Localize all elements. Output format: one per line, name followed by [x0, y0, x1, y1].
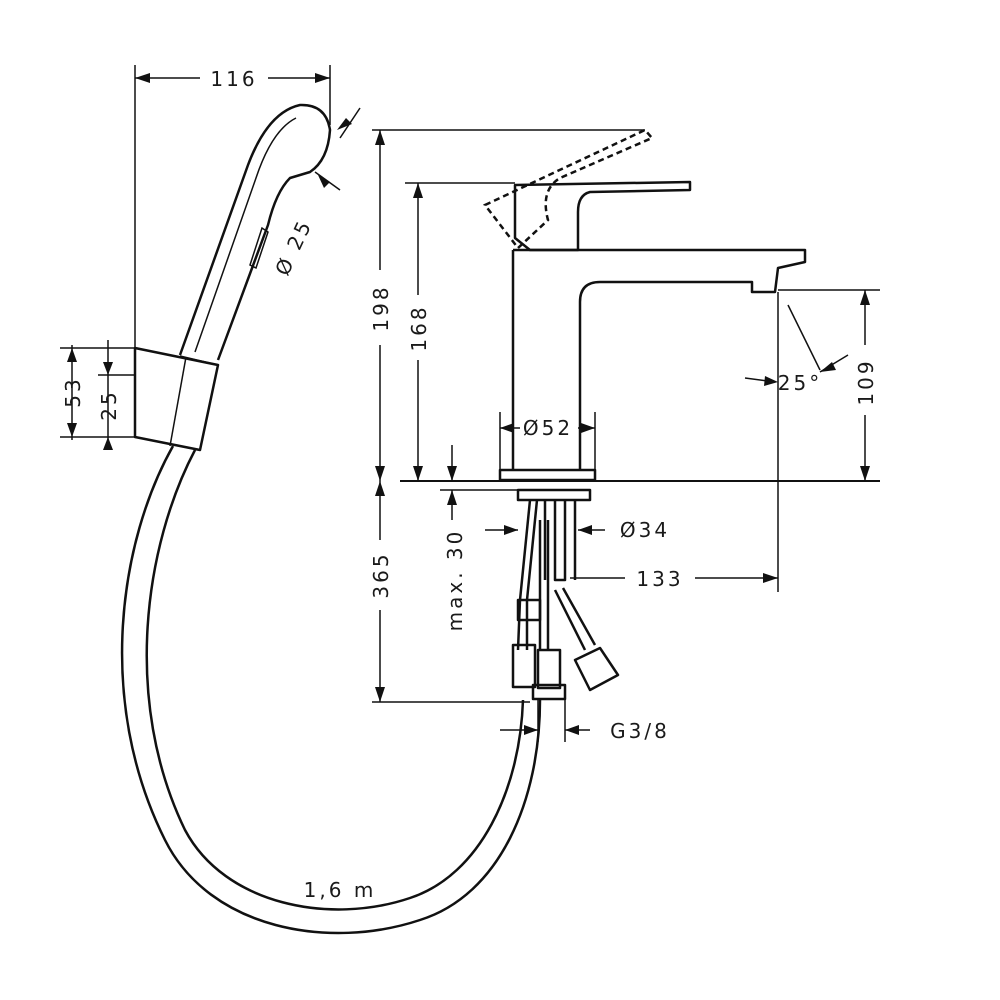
dim-shower-head-width: 116 [210, 67, 257, 91]
dim-spout-reach: 133 [636, 567, 683, 591]
dim-max-deck-thickness: max. 30 [443, 529, 467, 632]
dimension-lines [60, 65, 880, 742]
dim-shower-head-diameter: Ø 25 [270, 215, 317, 279]
dim-base-diameter: Ø52 [523, 416, 573, 440]
dim-spout-clearance: 109 [854, 358, 878, 405]
dim-holder-offset: 25 [97, 389, 121, 420]
dim-total-height: 198 [369, 284, 393, 331]
shower-holder [133, 346, 220, 452]
hand-shower [178, 103, 332, 361]
dim-connection-thread: G3/8 [610, 719, 670, 743]
faucet-body [400, 128, 880, 482]
under-deck-fittings [511, 488, 620, 701]
dim-below-deck: 365 [369, 551, 393, 598]
dimension-labels: 116 Ø 25 53 25 198 168 Ø52 25° 109 365 m… [61, 67, 878, 902]
shower-hose [120, 445, 542, 935]
dim-spout-height: 168 [407, 304, 431, 351]
dim-shank-diameter: Ø34 [620, 518, 670, 542]
dim-spout-angle: 25° [778, 371, 822, 395]
dim-hose-length: 1,6 m [304, 878, 377, 902]
dim-holder-height: 53 [61, 376, 85, 407]
